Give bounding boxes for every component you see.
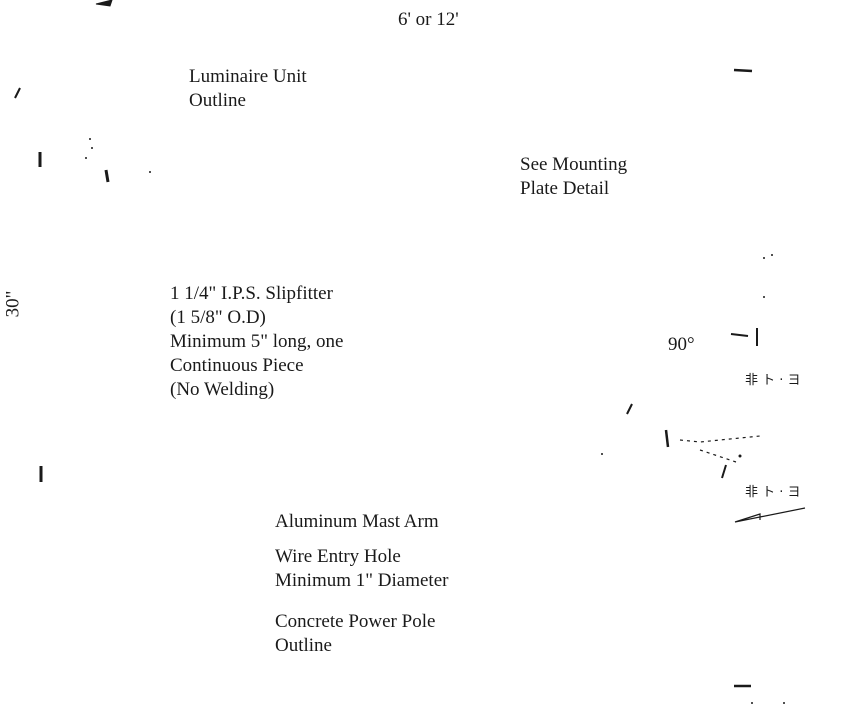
arrowhead-mark bbox=[95, 0, 113, 7]
dashed-guide bbox=[679, 435, 761, 443]
tick-mark bbox=[664, 429, 670, 448]
mast-arm-label: Aluminum Mast Arm bbox=[275, 511, 439, 532]
tick-mark bbox=[14, 87, 21, 99]
tick-mark bbox=[730, 333, 749, 337]
dot-mark bbox=[85, 157, 87, 159]
wire-entry-label: Wire Entry Hole Minimum 1" Diameter bbox=[275, 546, 449, 591]
dot-mark bbox=[763, 257, 765, 259]
bracket-outline bbox=[734, 507, 806, 523]
luminaire-label: Luminaire Unit Outline bbox=[189, 66, 307, 111]
dot-mark bbox=[89, 138, 91, 140]
dashed-guide bbox=[699, 449, 737, 463]
dot-mark bbox=[751, 702, 753, 704]
dot-mark bbox=[149, 171, 151, 173]
faint-mark-text: 非 ト · ヨ bbox=[745, 373, 801, 388]
dot-mark bbox=[771, 254, 773, 256]
tick-mark bbox=[626, 403, 633, 415]
tick-mark bbox=[733, 68, 753, 73]
dot-mark bbox=[91, 147, 93, 149]
faint-mark-text: 非 ト · ヨ bbox=[745, 485, 801, 500]
dot-mark bbox=[738, 454, 742, 458]
tick-mark bbox=[104, 169, 110, 183]
angle-label: 90° bbox=[668, 334, 695, 355]
pole-label: Concrete Power Pole Outline bbox=[275, 611, 436, 656]
dimension-top: 6' or 12' bbox=[398, 9, 459, 30]
slipfitter-label: 1 1/4" I.P.S. Slipfitter (1 5/8" O.D) Mi… bbox=[170, 283, 344, 400]
tick-mark bbox=[721, 464, 727, 479]
dot-mark bbox=[783, 702, 785, 704]
dot-mark bbox=[763, 296, 765, 298]
dot-mark bbox=[601, 453, 603, 455]
mounting-plate-label: See Mounting Plate Detail bbox=[520, 154, 628, 199]
dimension-left: 30" bbox=[2, 290, 24, 318]
